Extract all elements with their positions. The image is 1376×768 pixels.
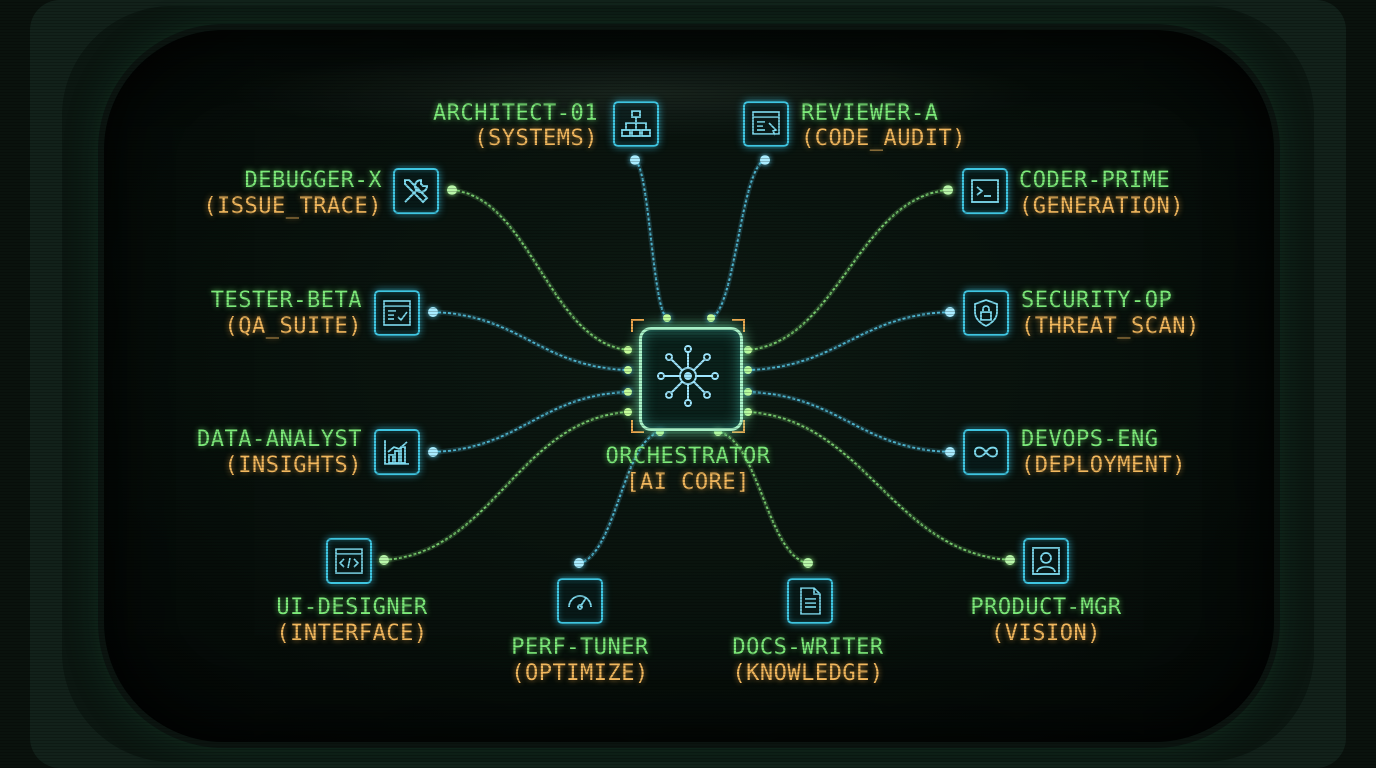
- agent-coder-node[interactable]: [962, 168, 1008, 214]
- wire-designer: [383, 411, 629, 561]
- connector-dot-analyst-core: [624, 388, 632, 396]
- connector-dot-coder-agent: [943, 185, 953, 195]
- orchestrator-core[interactable]: [639, 327, 743, 431]
- connector-dot-perf-agent: [574, 558, 584, 568]
- agent-devops-name: DEVOPS-ENG: [1021, 427, 1159, 452]
- wire-glow-debugger: [451, 187, 629, 353]
- connector-dot-security-agent: [945, 307, 955, 317]
- agent-designer-role: (INTERFACE): [276, 621, 428, 646]
- gauge-icon: [568, 595, 592, 610]
- connector-dot-debugger-core: [624, 346, 632, 354]
- core-bracket-br: [732, 420, 745, 433]
- wire-analyst: [432, 391, 629, 453]
- agent-tester-role: (QA_SUITE): [224, 314, 362, 339]
- agent-analyst-name: DATA-ANALYST: [197, 427, 362, 452]
- agent-debugger-node[interactable]: [393, 168, 439, 214]
- connector-dot-designer-core: [624, 408, 632, 416]
- connector-dot-devops-agent: [945, 447, 955, 457]
- agent-tester-node[interactable]: [374, 290, 420, 336]
- wire-reviewer: [710, 159, 766, 319]
- shield-lock-icon: [974, 299, 998, 328]
- wire-debugger: [451, 189, 629, 351]
- connector-dot-analyst-agent: [428, 447, 438, 457]
- agent-tester-name: TESTER-BETA: [210, 288, 362, 313]
- agent-architect-node[interactable]: [613, 101, 659, 147]
- user-icon: [1032, 547, 1060, 575]
- core-bracket-tl: [631, 319, 644, 332]
- agent-analyst-role: (INSIGHTS): [224, 453, 362, 478]
- wire-tester: [432, 311, 629, 371]
- agent-designer-name: UI-DESIGNER: [276, 595, 428, 620]
- core-bracket-tr: [732, 319, 745, 332]
- agent-reviewer-node[interactable]: [743, 101, 789, 147]
- connector-dot-product-agent: [1005, 555, 1015, 565]
- agent-docs-name: DOCS-WRITER: [732, 635, 884, 660]
- agent-architect-name: ARCHITECT-01: [433, 101, 598, 126]
- orchestrator-role: [AI CORE]: [626, 470, 750, 495]
- connector-dot-architect-agent: [630, 155, 640, 165]
- orchestrator-name: ORCHESTRATOR: [605, 444, 771, 469]
- agent-docs-role: (KNOWLEDGE): [732, 661, 884, 686]
- code-window-icon: [335, 548, 363, 574]
- agent-coder-role: (GENERATION): [1019, 194, 1184, 219]
- agent-devops-node[interactable]: [963, 429, 1009, 475]
- agent-docs-node[interactable]: [787, 578, 833, 624]
- connector-dot-tester-core: [624, 366, 632, 374]
- wire-coder: [747, 189, 949, 351]
- agent-coder-name: CODER-PRIME: [1019, 168, 1171, 193]
- document-icon: [800, 587, 821, 615]
- connector-dot-debugger-agent: [447, 185, 457, 195]
- connector-dot-reviewer-agent: [760, 155, 770, 165]
- agent-reviewer-name: REVIEWER-A: [801, 101, 939, 126]
- agent-perf-name: PERF-TUNER: [511, 635, 649, 660]
- agent-debugger-name: DEBUGGER-X: [244, 168, 382, 193]
- agent-reviewer-role: (CODE_AUDIT): [801, 126, 966, 151]
- wire-security: [747, 311, 951, 371]
- terminal-icon: [971, 179, 999, 203]
- agent-product-role: (VISION): [991, 621, 1101, 646]
- agent-perf-role: (OPTIMIZE): [511, 661, 649, 686]
- agent-security-role: (THREAT_SCAN): [1021, 314, 1200, 339]
- network-hub-icon: [657, 345, 719, 407]
- connector-dot-security-core: [744, 366, 752, 374]
- agent-analyst-node[interactable]: [374, 429, 420, 475]
- wire-glow-analyst: [432, 389, 629, 455]
- connector-dot-designer-agent: [379, 555, 389, 565]
- code-review-icon: [752, 111, 780, 136]
- agent-security-node[interactable]: [963, 290, 1009, 336]
- agent-architect-role: (SYSTEMS): [474, 126, 598, 151]
- agent-devops-role: (DEPLOYMENT): [1021, 453, 1186, 478]
- bar-chart-icon: [384, 440, 409, 465]
- connector-dot-devops-core: [744, 388, 752, 396]
- hierarchy-icon: [621, 110, 651, 137]
- wire-architect: [634, 159, 668, 319]
- wire-docs: [717, 431, 809, 564]
- connector-dot-docs-agent: [803, 558, 813, 568]
- agent-product-name: PRODUCT-MGR: [970, 595, 1122, 620]
- infinity-icon: [973, 446, 999, 458]
- wire-perf: [578, 431, 661, 564]
- connector-dot-product-core: [744, 408, 752, 416]
- connector-dot-architect-core: [663, 314, 671, 322]
- connector-dot-reviewer-core: [707, 314, 715, 322]
- agent-perf-node[interactable]: [557, 578, 603, 624]
- wire-devops: [747, 391, 951, 453]
- core-bracket-bl: [631, 420, 644, 433]
- checklist-icon: [383, 300, 411, 326]
- tools-icon: [404, 178, 429, 204]
- connector-dot-coder-core: [744, 346, 752, 354]
- agent-security-name: SECURITY-OP: [1021, 288, 1173, 313]
- wire-glow-product: [747, 409, 1011, 563]
- agent-product-node[interactable]: [1023, 538, 1069, 584]
- connector-dot-tester-agent: [428, 307, 438, 317]
- agent-designer-node[interactable]: [326, 538, 372, 584]
- agent-debugger-role: (ISSUE_TRACE): [203, 194, 382, 219]
